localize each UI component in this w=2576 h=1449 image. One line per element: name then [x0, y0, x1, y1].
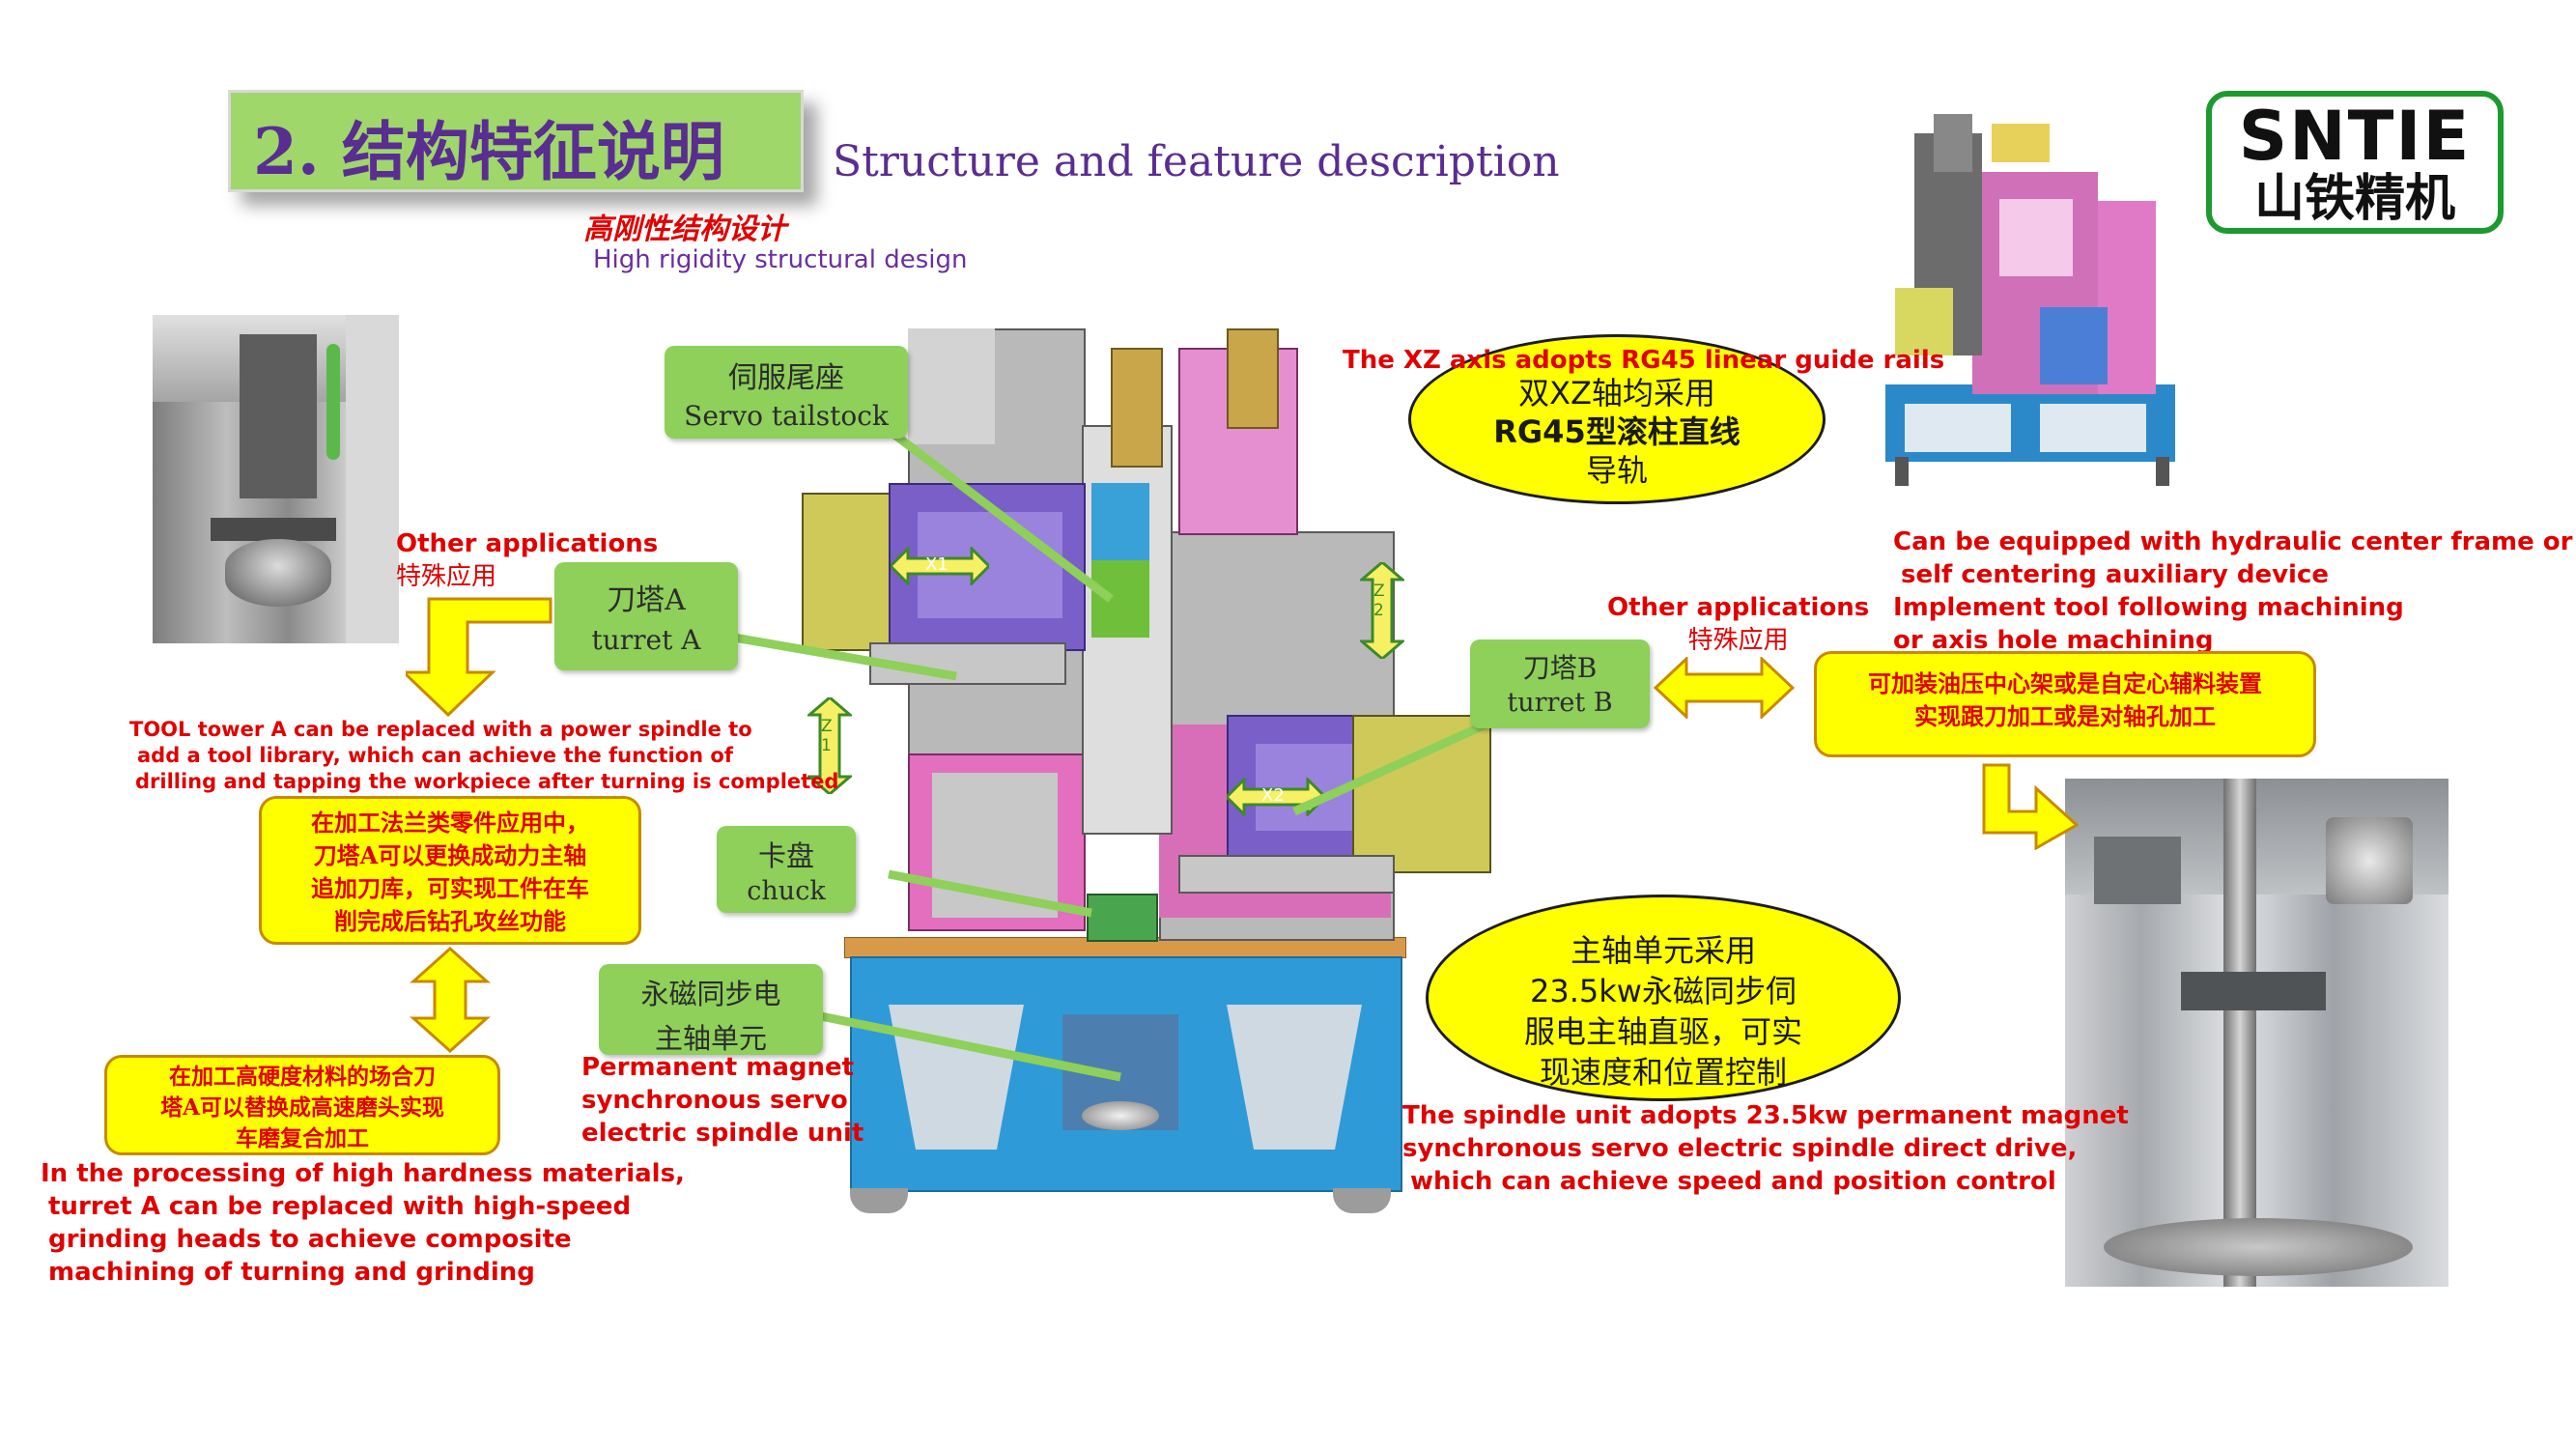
label-turret-a-en: turret A: [591, 624, 701, 656]
callout-3-line2: 实现跟刀加工或是对轴孔加工: [1914, 702, 2216, 730]
callout-turret-a-grinding: 在加工高硬度材料的场合刀 塔A可以替换成高速磨头实现 车磨复合加工: [104, 1055, 500, 1155]
spindle-cn-1: 主轴单元采用: [1570, 932, 1756, 969]
axis-z1-arrow: [805, 696, 855, 796]
axis-x1-label: X1: [925, 554, 948, 575]
grinding-en-3: grinding heads to achieve composite: [48, 1225, 572, 1254]
rails-cn-3: 导轨: [1585, 452, 1648, 489]
callout-2-line2: 塔A可以替换成高速磨头实现: [160, 1094, 444, 1121]
callout-turret-a-power-spindle: 在加工法兰类零件应用中， 刀塔A可以更换成动力主轴 追加刀库，可实现工件在车 削…: [259, 796, 641, 945]
grinding-en-1: In the processing of high hardness mater…: [41, 1159, 685, 1188]
axis-z2-arrow: [1357, 560, 1407, 661]
spindle-cn-2: 23.5kw永磁同步伺: [1530, 973, 1797, 1009]
callout-rg45-rails: 双XZ轴均采用 RG45型滚柱直线 导轨: [1408, 334, 1826, 504]
callout-2-line1: 在加工高硬度材料的场合刀: [169, 1064, 436, 1090]
tool-tower-en-2: add a tool library, which can achieve th…: [137, 744, 733, 767]
machine-photo-left: [153, 315, 399, 643]
spindle-en-3: which can achieve speed and position con…: [1410, 1167, 2056, 1196]
hydraulic-en: Can be equipped with hydraulic center fr…: [1893, 526, 2572, 657]
other-apps-left-cn: 特殊应用: [396, 562, 497, 591]
subtitle-en: High rigidity structural design: [593, 245, 968, 274]
label-turret-b: 刀塔B turret B: [1470, 639, 1650, 728]
tool-tower-en: TOOL tower A can be replaced with a powe…: [129, 717, 838, 795]
rails-en: The XZ axis adopts RG45 linear guide rai…: [1343, 346, 1945, 375]
label-turret-a: 刀塔A turret A: [554, 562, 738, 670]
callout-spindle-23kw: 主轴单元采用 23.5kw永磁同步伺 服电主轴直驱，可实 现速度和位置控制: [1426, 895, 1901, 1101]
hydraulic-en-2: self centering auxiliary device: [1901, 560, 2329, 589]
label-turret-a-cn: 刀塔A: [607, 583, 686, 617]
grinding-en-4: machining of turning and grinding: [48, 1258, 535, 1287]
spindle-cn-4: 现速度和位置控制: [1539, 1054, 1787, 1091]
bent-arrow-left: [406, 597, 552, 717]
rails-cn-1: 双XZ轴均采用: [1518, 375, 1715, 412]
spindle-unit-en-1: Permanent magnet: [581, 1053, 855, 1082]
callout-hydraulic-frame: 可加装油压中心架或是自定心辅料装置 实现跟刀加工或是对轴孔加工: [1814, 651, 2316, 757]
other-apps-right-en: Other applications: [1607, 593, 1870, 622]
grinding-en-2: turret A can be replaced with high-speed: [48, 1192, 632, 1221]
callout-2-line3: 车磨复合加工: [236, 1125, 369, 1151]
tool-tower-en-1: TOOL tower A can be replaced with a powe…: [129, 718, 752, 741]
spindle-unit-en-2: synchronous servo: [581, 1086, 848, 1115]
label-turret-b-cn: 刀塔B: [1522, 652, 1598, 684]
machine-photo-right: [2065, 779, 2449, 1287]
other-apps-right: Other applications 特殊应用: [1607, 591, 1869, 657]
label-servo-tailstock-cn: 伺服尾座: [728, 361, 844, 395]
label-turret-b-en: turret B: [1507, 688, 1613, 718]
callout-1-line1: 在加工法兰类零件应用中，: [311, 809, 589, 837]
label-servo-tailstock-en: Servo tailstock: [684, 400, 889, 432]
label-spindle-unit: 永磁同步电 主轴单元: [599, 964, 823, 1055]
spindle-en-1: The spindle unit adopts 23.5kw permanent…: [1402, 1101, 2129, 1130]
other-apps-right-cn: 特殊应用: [1687, 626, 1789, 655]
grinding-en: In the processing of high hardness mater…: [41, 1157, 685, 1289]
label-chuck: 卡盘 chuck: [717, 826, 856, 913]
double-arrow-vertical: [410, 947, 491, 1053]
axis-z1-label: Z1: [821, 717, 833, 755]
spindle-en-2: synchronous servo electric spindle direc…: [1402, 1134, 2078, 1163]
hydraulic-en-3: Implement tool following machining: [1893, 593, 2404, 622]
section-title-cn: 2. 结构特征说明: [253, 114, 724, 189]
bent-arrow-right: [1982, 763, 2079, 850]
brand-logo-en: SNTIE: [2238, 97, 2472, 176]
callout-3-line1: 可加装油压中心架或是自定心辅料装置: [1868, 669, 2262, 697]
section-title-box: [228, 90, 804, 192]
callout-1-line4: 削完成后钻孔攻丝功能: [334, 907, 566, 935]
label-chuck-en: chuck: [747, 876, 826, 906]
spindle-unit-en: Permanent magnet synchronous servo elect…: [581, 1051, 863, 1150]
axis-x2-label: X2: [1261, 785, 1285, 806]
brand-logo: SNTIE 山铁精机: [2206, 91, 2504, 234]
hydraulic-en-4: or axis hole machining: [1893, 626, 2214, 655]
brand-logo-cn: 山铁精机: [2253, 170, 2455, 228]
other-apps-left-en: Other applications: [396, 529, 659, 558]
spindle-cn-3: 服电主轴直驱，可实: [1523, 1013, 1802, 1050]
machine-drawing: [773, 309, 1507, 1265]
callout-1-line2: 刀塔A可以更换成动力主轴: [313, 841, 587, 869]
subtitle-cn: 高刚性结构设计: [583, 213, 786, 246]
label-servo-tailstock: 伺服尾座 Servo tailstock: [665, 346, 908, 439]
label-spindle-unit-cn-2: 主轴单元: [654, 1022, 767, 1055]
double-arrow-horizontal: [1654, 657, 1795, 719]
section-title-en: Structure and feature description: [833, 137, 1560, 186]
rails-cn-2: RG45型滚柱直线: [1493, 413, 1741, 450]
label-chuck-cn: 卡盘: [757, 839, 814, 872]
tool-tower-en-3: drilling and tapping the workpiece after…: [135, 770, 839, 793]
callout-1-line3: 追加刀库，可实现工件在车: [311, 874, 589, 902]
axis-z2-label: Z2: [1373, 582, 1385, 620]
other-apps-left: Other applications 特殊应用: [396, 527, 658, 593]
spindle-unit-en-3: electric spindle unit: [581, 1119, 864, 1148]
spindle-en: The spindle unit adopts 23.5kw permanent…: [1402, 1099, 2129, 1198]
hydraulic-en-1: Can be equipped with hydraulic center fr…: [1893, 527, 2573, 556]
label-spindle-unit-cn-1: 永磁同步电: [640, 978, 781, 1010]
machine-3d-render: [1876, 114, 2185, 491]
